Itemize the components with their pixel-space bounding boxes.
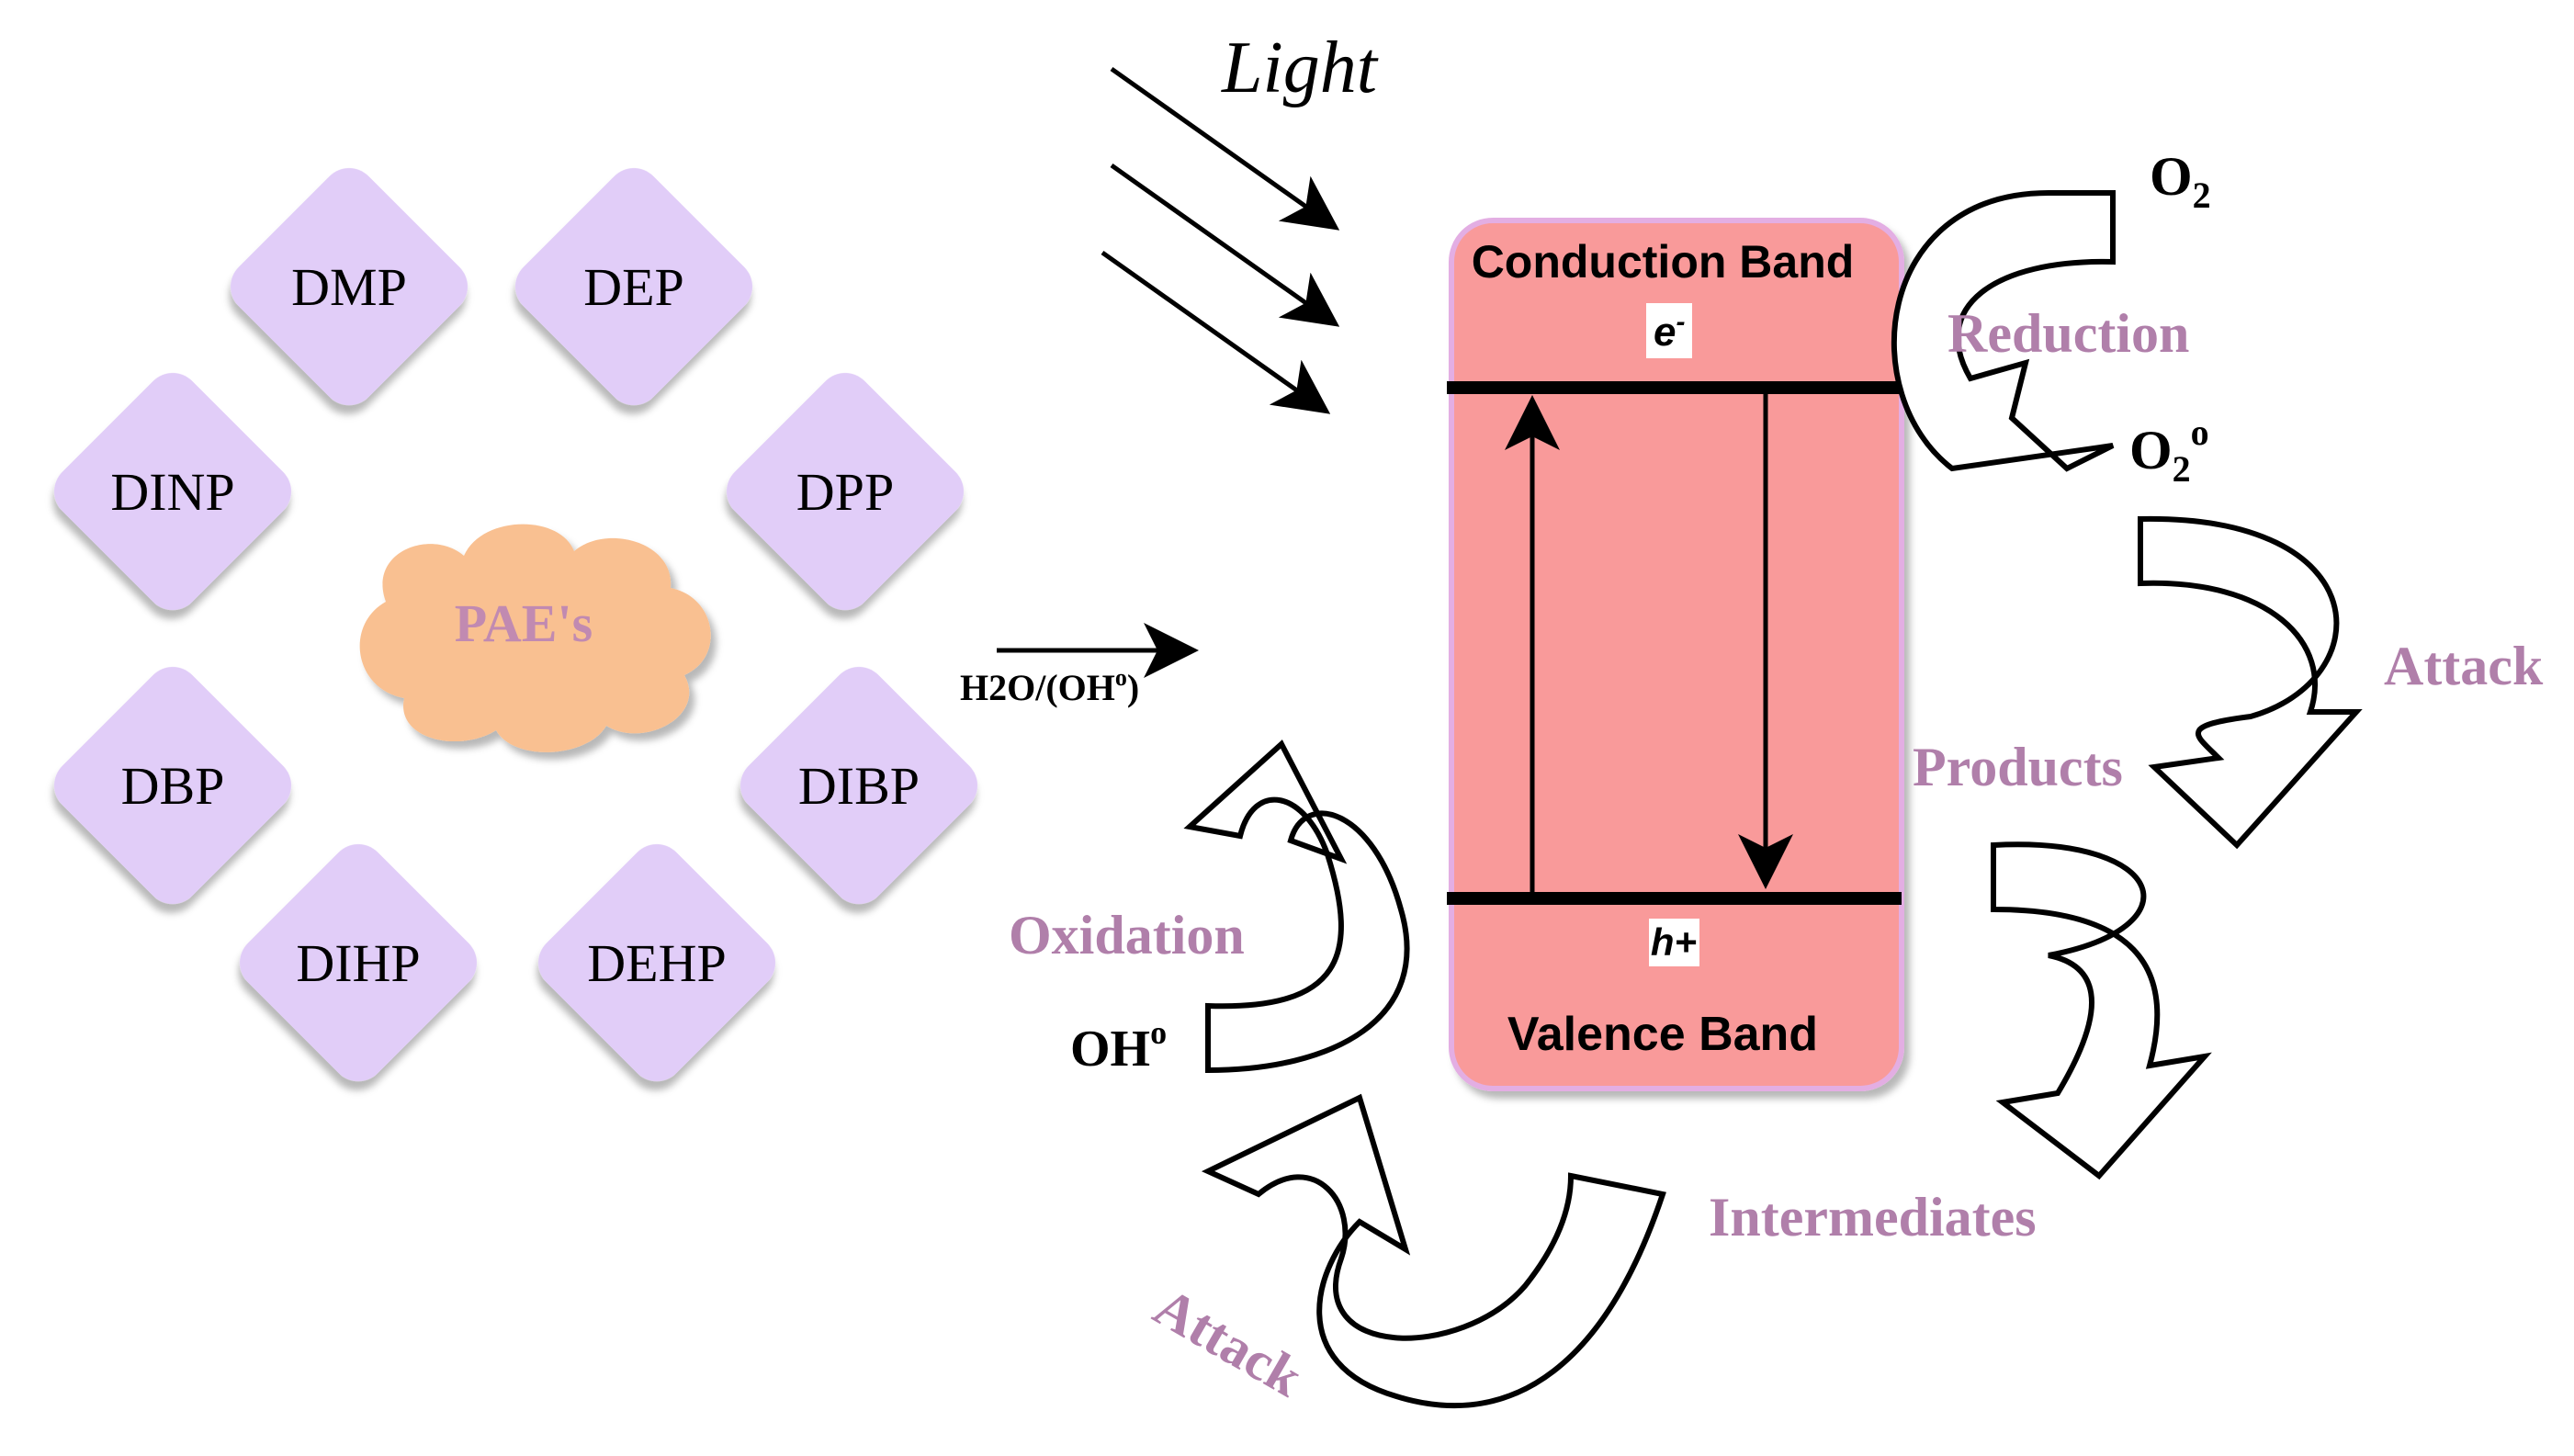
compound-label: DBP bbox=[121, 756, 225, 816]
compound-label: DMP bbox=[291, 257, 407, 317]
water-label: H2O/(OHo) bbox=[960, 664, 1139, 708]
compound-dibp: DIBP bbox=[740, 667, 977, 904]
intermediates-label: Intermediates bbox=[1709, 1187, 2037, 1247]
compound-dbp: DBP bbox=[54, 667, 291, 904]
compound-dehp: DEHP bbox=[538, 844, 775, 1081]
attack-right-arrow bbox=[2138, 515, 2363, 850]
conduction-band-label: Conduction Band bbox=[1472, 236, 1855, 288]
compound-dep: DEP bbox=[515, 168, 752, 405]
water-arrow: H2O/(OHo) bbox=[960, 623, 1199, 708]
pae-label: PAE's bbox=[455, 593, 593, 653]
electron-label: e- bbox=[1654, 307, 1685, 355]
light-ray bbox=[1110, 163, 1340, 327]
compound-ring: DMP DEP DINP DPP DBP DIBP DIHP DEHP bbox=[54, 168, 977, 1081]
valence-band-label: Valence Band bbox=[1507, 1008, 1818, 1061]
compound-label: DIHP bbox=[296, 933, 420, 993]
compound-dpp: DPP bbox=[727, 373, 964, 610]
light-ray bbox=[1101, 250, 1331, 414]
oxidation-label: Oxidation bbox=[1009, 905, 1245, 965]
hole-tag bbox=[1649, 919, 1699, 966]
hole-label: h+ bbox=[1651, 920, 1697, 964]
compound-label: DIBP bbox=[798, 756, 920, 816]
pae-cloud bbox=[359, 524, 711, 752]
light-rays bbox=[1101, 66, 1340, 414]
compound-dinp: DINP bbox=[54, 373, 291, 610]
attack-bottom-label: Attack bbox=[1145, 1276, 1314, 1408]
attack-bottom-arrow bbox=[1201, 1093, 1666, 1409]
compound-label: DPP bbox=[796, 462, 894, 522]
compound-label: DINP bbox=[110, 462, 234, 522]
reduction-arrow bbox=[1891, 190, 2116, 472]
products-label: Products bbox=[1913, 737, 2123, 797]
electron-tag bbox=[1646, 303, 1692, 358]
oh-radical-label: OHo bbox=[1070, 1014, 1167, 1078]
attack-right-label: Attack bbox=[2384, 636, 2544, 696]
o2-radical-label: O2o bbox=[2129, 412, 2209, 490]
light-ray bbox=[1110, 66, 1340, 231]
compound-dihp: DIHP bbox=[240, 844, 477, 1081]
compound-label: DEHP bbox=[587, 933, 726, 993]
compound-label: DEP bbox=[583, 257, 684, 317]
reduction-label: Reduction bbox=[1947, 303, 2189, 364]
oxidation-arrow bbox=[1183, 739, 1410, 1074]
compound-dmp: DMP bbox=[231, 168, 468, 405]
products-arrow bbox=[1991, 841, 2212, 1180]
band-box: Conduction Band e- h+ Valence Band bbox=[1447, 218, 1904, 1091]
light-label: Light bbox=[1221, 28, 1379, 108]
o2-label: O2 bbox=[2150, 146, 2211, 216]
